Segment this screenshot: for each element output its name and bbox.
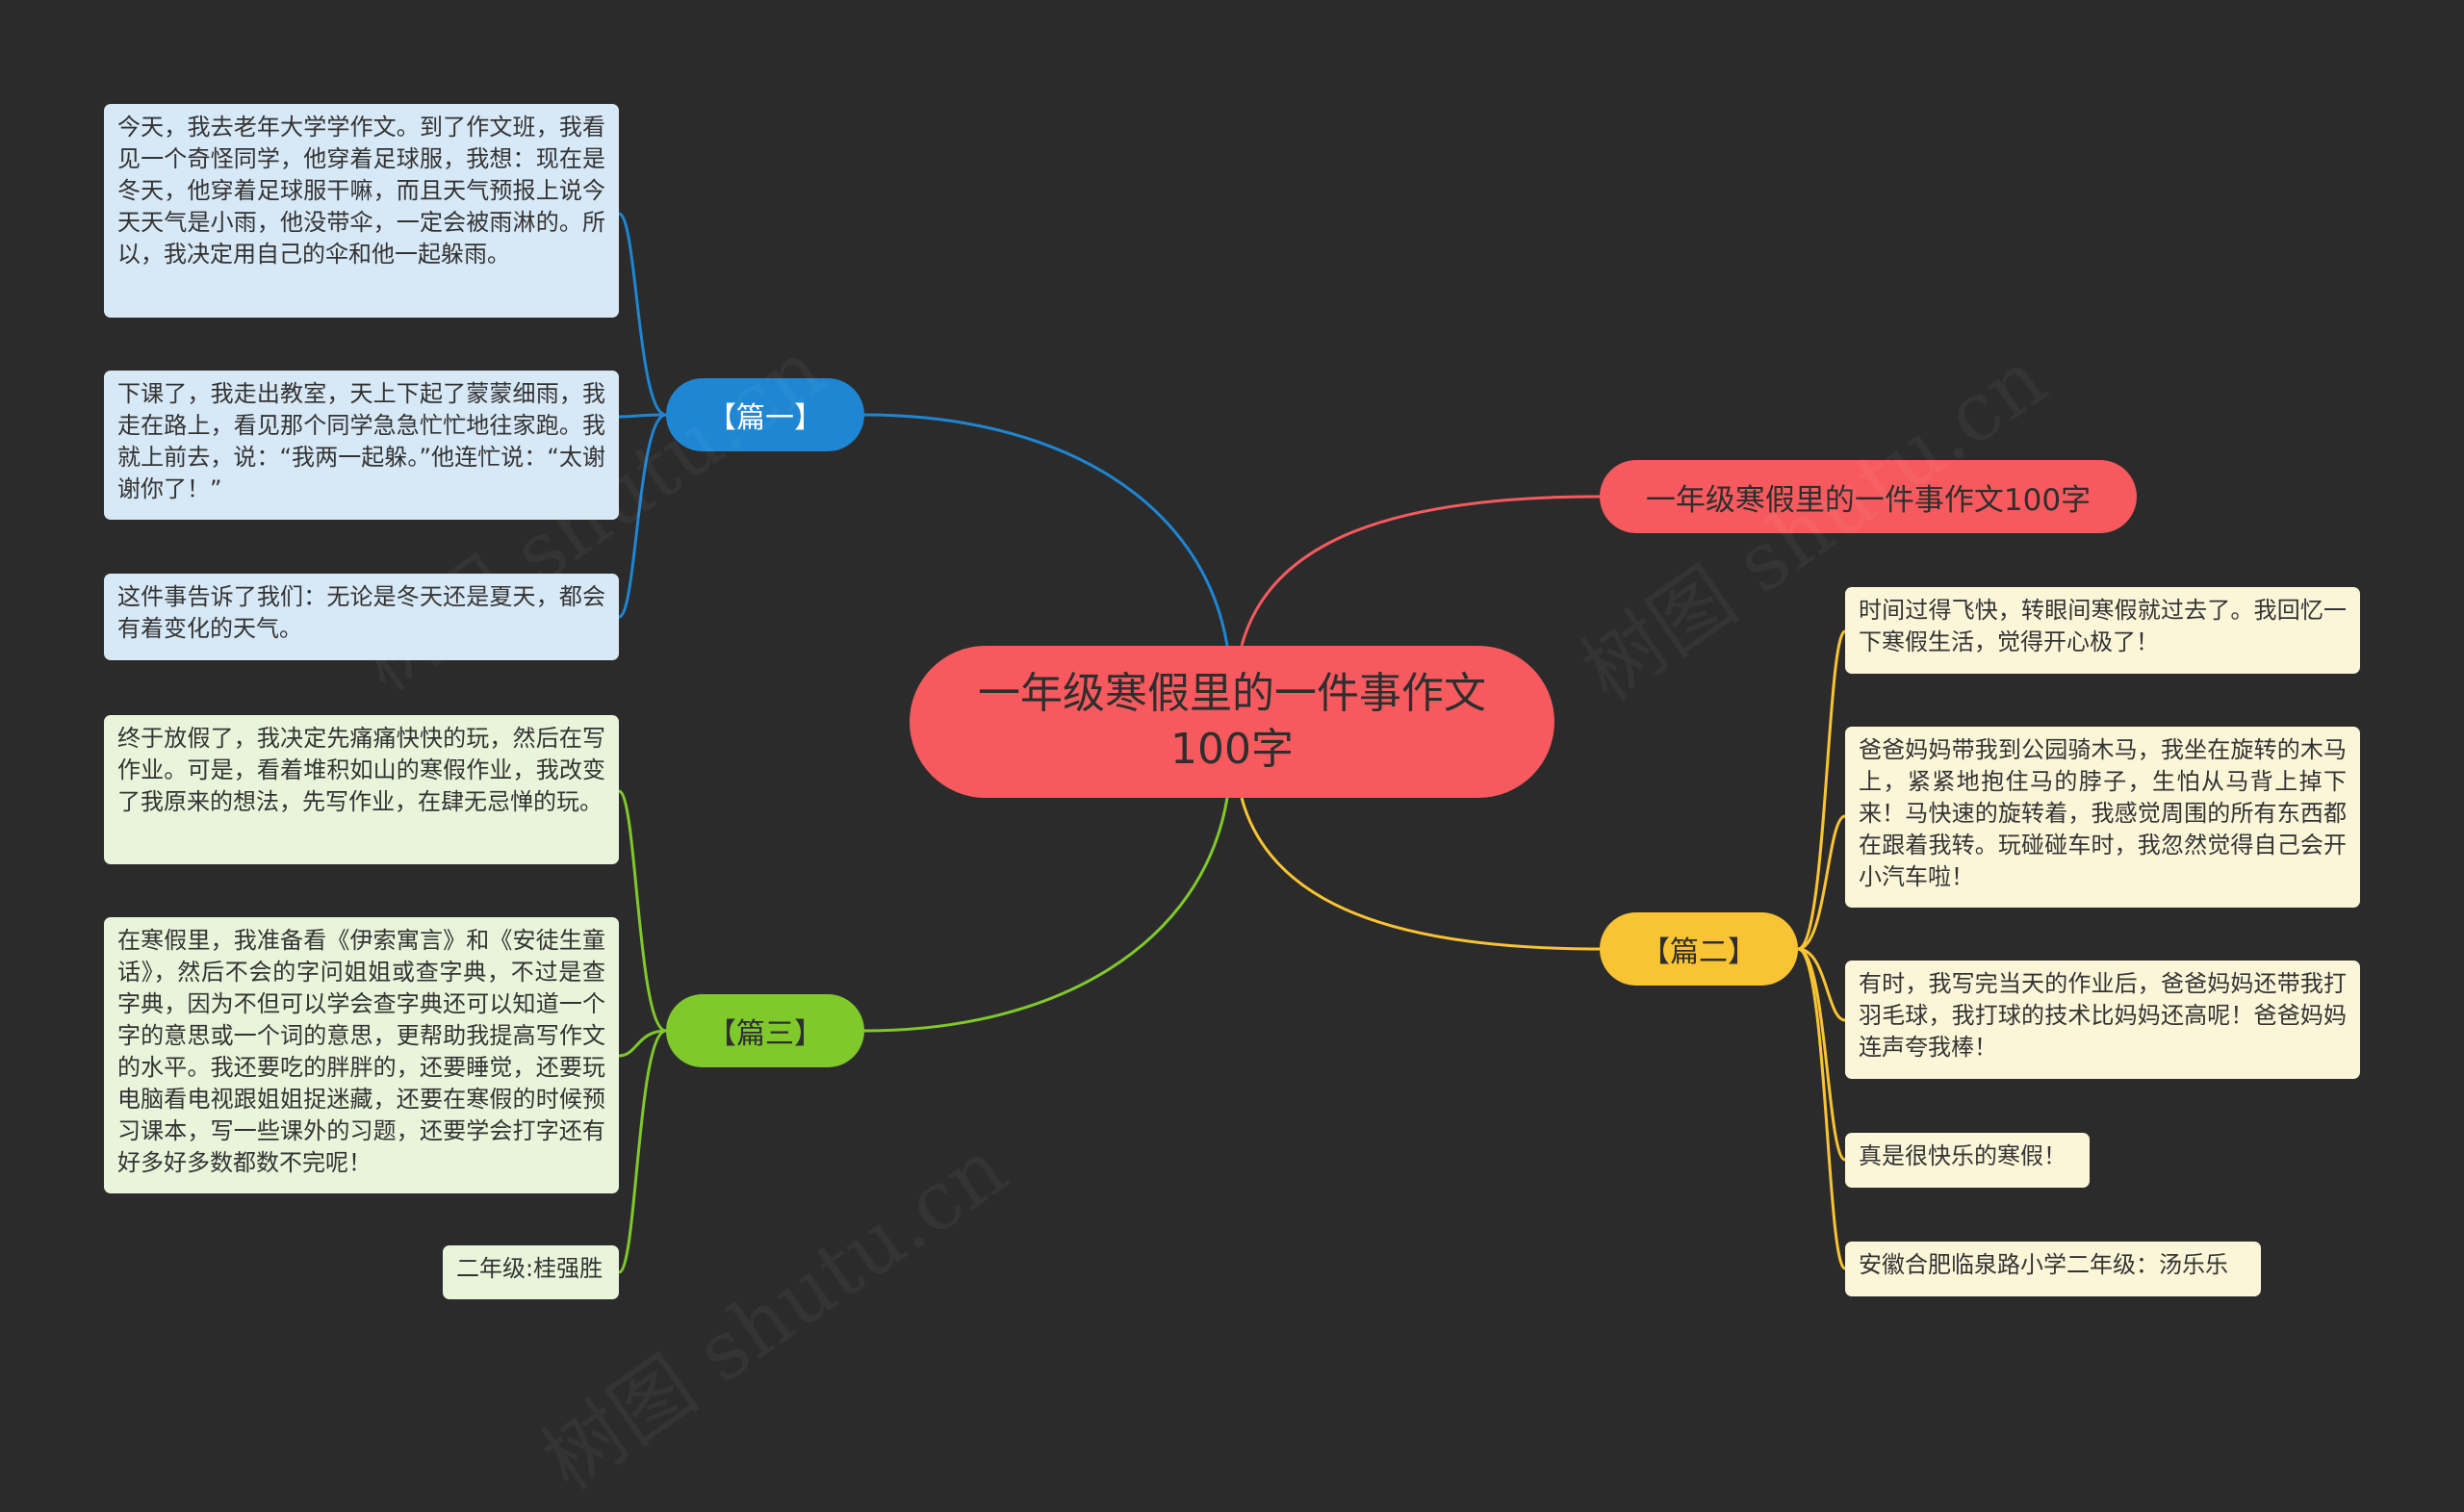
pian-er-leaf-5-text: 安徽合肥临泉路小学二年级：汤乐乐	[1859, 1251, 2228, 1278]
branch-pian-er-label: 【篇二】	[1641, 935, 1757, 969]
pian-yi-leaf-1-text: 今天，我去老年大学学作文。到了作文班，我看见一个奇怪同学，他穿着足球服，我想：现…	[117, 114, 605, 268]
edge-pian-er-to-leaf-4	[1797, 947, 1846, 1162]
pian-er-leaf-4-text: 真是很快乐的寒假！	[1859, 1142, 2066, 1169]
edge-center-to-pian-er	[1240, 797, 1601, 951]
pian-er-leaf-3[interactable]: 有时，我写完当天的作业后，爸爸妈妈还带我打羽毛球，我打球的技术比妈妈还高呢！爸爸…	[1845, 961, 2360, 1079]
edge-pian-er-to-leaf-1b	[1797, 629, 1847, 951]
branch-pian-yi[interactable]: 【篇一】	[666, 378, 864, 451]
edge-pian-yi-to-leaf-2	[618, 413, 667, 419]
pian-san-leaf-3-text: 二年级:桂强胜	[456, 1255, 603, 1282]
pian-yi-leaf-3-text: 这件事告诉了我们：无论是冬天还是夏天，都会有着变化的天气。	[117, 583, 605, 642]
branch-pian-yi-label: 【篇一】	[707, 401, 823, 435]
edge-pian-san-to-leaf-2	[618, 1029, 667, 1058]
pian-er-leaf-3-text: 有时，我写完当天的作业后，爸爸妈妈还带我打羽毛球，我打球的技术比妈妈还高呢！爸爸…	[1859, 970, 2347, 1061]
branch-pian-san[interactable]: 【篇三】	[666, 994, 864, 1067]
branch-pian-san-label: 【篇三】	[707, 1017, 823, 1051]
branch-pian-er[interactable]: 【篇二】	[1600, 912, 1798, 986]
edge-pian-yi-to-leaf-3	[618, 413, 667, 619]
title-node[interactable]: 一年级寒假里的一件事作文100字	[1600, 460, 2137, 533]
central-topic-text: 一年级寒假里的一件事作文100字	[978, 669, 1486, 774]
pian-san-leaf-1-text: 终于放假了，我决定先痛痛快快的玩，然后在写作业。可是，看着堆积如山的寒假作业，我…	[117, 725, 605, 815]
pian-yi-leaf-3[interactable]: 这件事告诉了我们：无论是冬天还是夏天，都会有着变化的天气。	[104, 574, 619, 660]
pian-yi-leaf-2[interactable]: 下课了，我走出教室，天上下起了蒙蒙细雨，我走在路上，看见那个同学急急忙忙地往家跑…	[104, 371, 619, 520]
title-node-text: 一年级寒假里的一件事作文100字	[1645, 482, 2092, 518]
edge-center-to-pian-san	[863, 797, 1229, 1033]
mind-map-canvas: 一年级寒假里的一件事作文100字 一年级寒假里的一件事作文100字 【篇一】 今…	[104, 104, 2360, 1299]
edge-pian-er-to-leaf-3	[1797, 947, 1846, 1022]
pian-san-leaf-2[interactable]: 在寒假里，我准备看《伊索寓言》和《安徒生童话》，然后不会的字问姐姐或查字典，不过…	[104, 917, 619, 1193]
connector-lines	[618, 212, 1847, 1274]
edge-pian-san-to-leaf-3	[618, 1029, 667, 1274]
pian-san-leaf-1[interactable]: 终于放假了，我决定先痛痛快快的玩，然后在写作业。可是，看着堆积如山的寒假作业，我…	[104, 715, 619, 864]
pian-er-leaf-4[interactable]: 真是很快乐的寒假！	[1845, 1133, 2090, 1188]
edge-pian-san-to-leaf-1	[618, 789, 667, 1033]
edge-pian-er-to-leaf-2	[1797, 814, 1846, 951]
pian-san-leaf-3[interactable]: 二年级:桂强胜	[443, 1245, 619, 1299]
edge-pian-er-to-leaf-1	[1600, 631, 1845, 949]
edge-center-to-pian-yi	[863, 413, 1229, 647]
pian-er-leaf-5[interactable]: 安徽合肥临泉路小学二年级：汤乐乐	[1845, 1242, 2261, 1296]
pian-er-leaf-2-text: 爸爸妈妈带我到公园骑木马，我坐在旋转的木马上，紧紧地抱住马的脖子，生怕从马背上掉…	[1859, 736, 2347, 890]
edge-center-to-title-node	[1240, 495, 1601, 647]
pian-san-leaf-2-text: 在寒假里，我准备看《伊索寓言》和《安徒生童话》，然后不会的字问姐姐或查字典，不过…	[117, 927, 605, 1176]
edge-pian-yi-to-leaf-1	[618, 212, 667, 417]
pian-er-leaf-1-text: 时间过得飞快，转眼间寒假就过去了。我回忆一下寒假生活，觉得开心极了！	[1859, 597, 2347, 655]
pian-er-leaf-1[interactable]: 时间过得飞快，转眼间寒假就过去了。我回忆一下寒假生活，觉得开心极了！	[1845, 587, 2360, 674]
central-topic[interactable]: 一年级寒假里的一件事作文100字	[910, 646, 1554, 798]
pian-er-leaf-2[interactable]: 爸爸妈妈带我到公园骑木马，我坐在旋转的木马上，紧紧地抱住马的脖子，生怕从马背上掉…	[1845, 727, 2360, 908]
pian-yi-leaf-2-text: 下课了，我走出教室，天上下起了蒙蒙细雨，我走在路上，看见那个同学急急忙忙地往家跑…	[117, 380, 605, 502]
pian-yi-leaf-1[interactable]: 今天，我去老年大学学作文。到了作文班，我看见一个奇怪同学，他穿着足球服，我想：现…	[104, 104, 619, 318]
edge-pian-er-to-leaf-5	[1797, 947, 1847, 1270]
